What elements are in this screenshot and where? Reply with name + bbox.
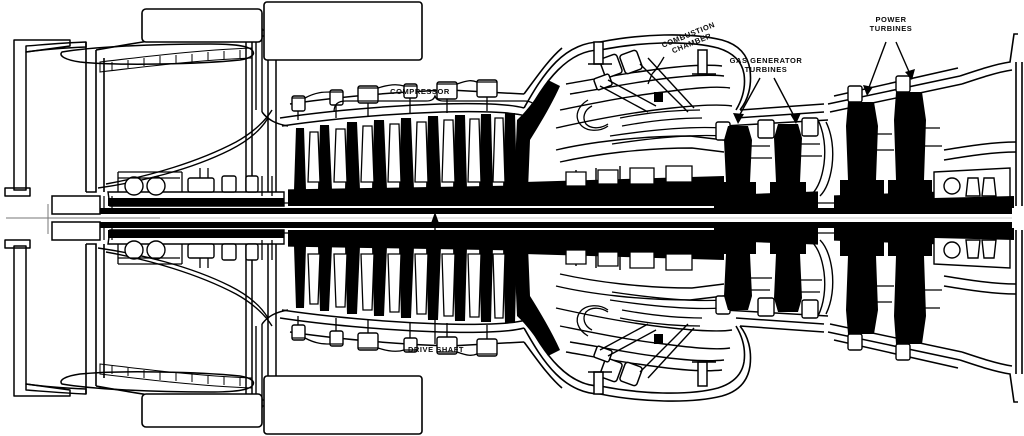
gas-generator-turbines-leader bbox=[737, 77, 796, 119]
gas-generator-arrowheads bbox=[733, 113, 801, 124]
label-power-turbines-line1: POWER bbox=[875, 15, 907, 24]
drive-shaft-arrowhead bbox=[430, 212, 440, 226]
label-compressor: COMPRESSOR bbox=[390, 87, 450, 96]
label-gas-generator-line1: GAS GENERATOR bbox=[729, 56, 803, 65]
label-drive-shaft: DRIVE SHAFT bbox=[407, 345, 465, 354]
label-power-turbines-line2: TURBINES bbox=[869, 24, 913, 33]
power-turbines-arrowheads bbox=[863, 69, 915, 96]
combustion-chamber-leader bbox=[647, 56, 665, 85]
power-turbines-leader bbox=[867, 41, 911, 91]
label-gas-generator-line2: TURBINES bbox=[744, 65, 788, 74]
engine-centerline bbox=[6, 204, 1012, 234]
compressor-leader-brace bbox=[333, 93, 537, 113]
